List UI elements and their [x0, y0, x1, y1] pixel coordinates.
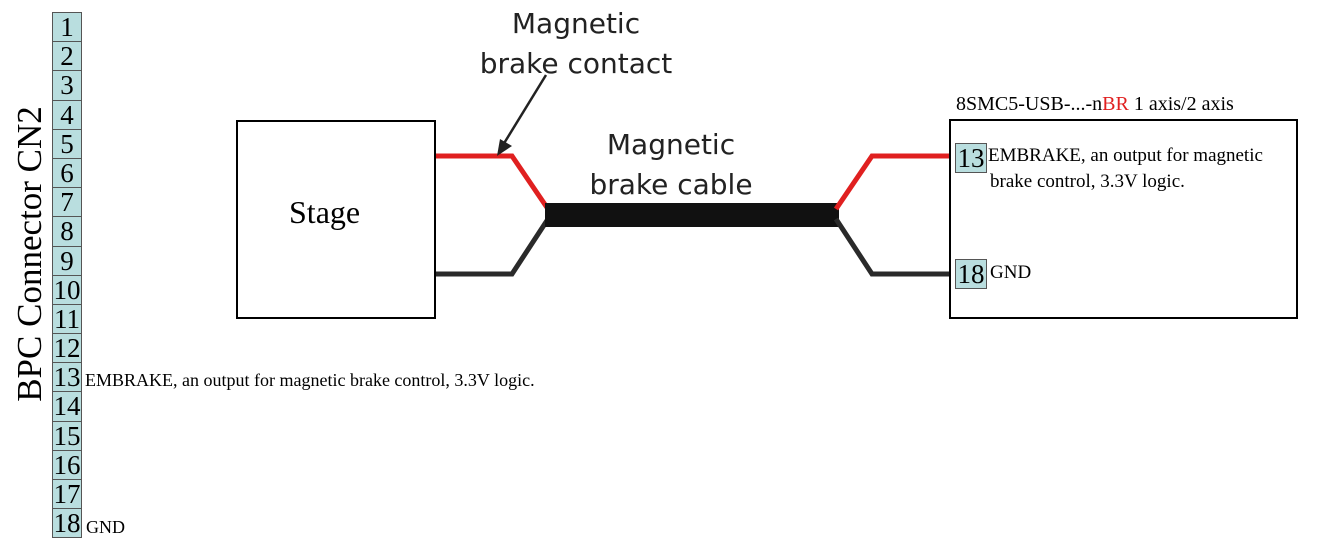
contact-label-line2: brake contact: [479, 47, 673, 80]
stage-box: [236, 120, 436, 319]
black-wire-right: [833, 217, 950, 277]
pin-17: 17: [52, 479, 82, 509]
controller-title-br: BR: [1102, 93, 1129, 115]
pin-2: 2: [52, 41, 82, 71]
black-wire-left: [434, 217, 551, 277]
controller-box: [949, 119, 1298, 319]
pin-1: 1: [52, 12, 82, 42]
pin-10: 10: [52, 274, 82, 305]
controller-pin-13-text-line2: brake control, 3.3V logic.: [990, 171, 1185, 192]
controller-pin-18: 18: [955, 259, 987, 289]
pin-6: 6: [52, 157, 82, 188]
pin-14: 14: [52, 391, 82, 422]
pin-11: 11: [52, 303, 82, 334]
pin-16: 16: [52, 449, 82, 480]
controller-title-suffix: 1 axis/2 axis: [1128, 93, 1234, 115]
red-wire-left: [434, 153, 551, 211]
pin-18: 18: [52, 508, 82, 539]
contact-label-line1: Magnetic: [511, 7, 641, 40]
cable-label-line2: brake cable: [589, 168, 753, 201]
pin-3: 3: [52, 70, 82, 100]
cable-label-line1: Magnetic: [606, 128, 736, 161]
pin-13: 13: [52, 362, 82, 393]
pin-9: 9: [52, 245, 82, 275]
pin-12: 12: [52, 333, 82, 364]
pin-4: 4: [52, 99, 82, 129]
stage-label: Stage: [289, 194, 361, 230]
pin18-note: GND: [86, 517, 125, 537]
pin-5: 5: [52, 128, 82, 158]
controller-pin-13: 13: [955, 143, 987, 173]
brake-cable: [545, 203, 839, 227]
controller-pin-18-text: GND: [990, 262, 1032, 283]
red-wire-right: [833, 153, 950, 211]
controller-title-prefix: 8SMC5-USB-...-n: [956, 93, 1103, 115]
pin-7: 7: [52, 187, 82, 217]
controller-pin-13-text-line1: EMBRAKE, an output for magnetic: [988, 145, 1263, 166]
contact-arrow-shaft: [501, 74, 548, 146]
pin13-note: EMBRAKE, an output for magnetic brake co…: [85, 370, 535, 390]
controller-title: 8SMC5-USB-...-nBR 1 axis/2 axis: [956, 93, 1234, 115]
pin-15: 15: [52, 420, 82, 451]
contact-arrow-head: [497, 139, 512, 156]
pin-8: 8: [52, 216, 82, 246]
